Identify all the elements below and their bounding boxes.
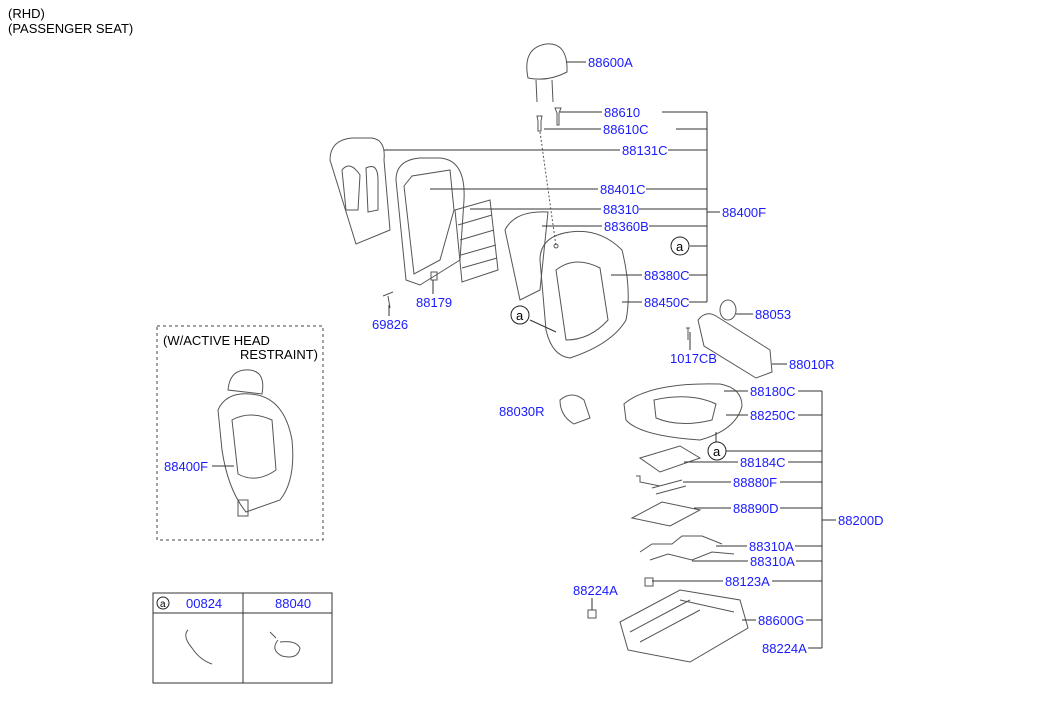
part-label-88224A[interactable]: 88224A bbox=[573, 583, 618, 598]
part-label-88180C[interactable]: 88180C bbox=[750, 384, 796, 399]
part-label-88401C[interactable]: 88401C bbox=[600, 182, 646, 197]
part-label-88880F[interactable]: 88880F bbox=[733, 475, 777, 490]
leader-lines-cushion bbox=[591, 390, 836, 649]
svg-text:a: a bbox=[676, 239, 684, 254]
seat-cushion-drawing bbox=[623, 383, 743, 441]
inset-title-line1: (W/ACTIVE HEAD bbox=[163, 333, 270, 348]
part-label-88224A[interactable]: 88224A bbox=[762, 641, 807, 656]
legend-table: a 00824 88040 bbox=[152, 592, 333, 684]
part-label-88123A[interactable]: 88123A bbox=[725, 574, 770, 589]
part-label-88179[interactable]: 88179 bbox=[416, 295, 452, 310]
part-label-88250C[interactable]: 88250C bbox=[750, 408, 796, 423]
inset-title-line2: RESTRAINT) bbox=[240, 347, 318, 362]
part-label-88890D[interactable]: 88890D bbox=[733, 501, 779, 516]
recliner-cover-drawing bbox=[559, 394, 591, 425]
part-label-88610C[interactable]: 88610C bbox=[603, 122, 649, 137]
part-label-88450C[interactable]: 88450C bbox=[644, 295, 690, 310]
part-label-88380C[interactable]: 88380C bbox=[644, 268, 690, 283]
svg-text:a: a bbox=[713, 444, 721, 459]
leader-lines-back bbox=[384, 61, 787, 365]
part-label-88131C[interactable]: 88131C bbox=[622, 143, 668, 158]
legend-col1: 00824 bbox=[186, 596, 222, 611]
clip-00824-drawing bbox=[185, 629, 213, 665]
part-label-88310A[interactable]: 88310A bbox=[749, 539, 794, 554]
heater-wire-drawing bbox=[636, 475, 687, 495]
part-label-88310A[interactable]: 88310A bbox=[750, 554, 795, 569]
marker-a: a bbox=[510, 305, 530, 325]
seat-track-drawing bbox=[587, 577, 749, 663]
inset-part-label-88400F: 88400F bbox=[164, 459, 208, 474]
legend-marker: a bbox=[160, 599, 166, 610]
legend-col2: 88040 bbox=[275, 596, 311, 611]
headrest-drawing bbox=[526, 43, 568, 247]
part-label-88610[interactable]: 88610 bbox=[604, 105, 640, 120]
part-label-88184C[interactable]: 88184C bbox=[740, 455, 786, 470]
lumbar-spring-drawing bbox=[454, 199, 499, 283]
side-cover-drawing bbox=[686, 299, 773, 379]
svg-text:a: a bbox=[516, 308, 524, 323]
seatback-frame-drawing bbox=[382, 157, 465, 309]
seatback-cover-drawing bbox=[504, 211, 629, 359]
marker-a: a bbox=[707, 441, 727, 461]
cable-tie-88040-drawing bbox=[269, 631, 301, 658]
part-label-88310[interactable]: 88310 bbox=[603, 202, 639, 217]
active-head-restraint-inset: (W/ACTIVE HEAD RESTRAINT) 88400F bbox=[156, 325, 324, 541]
header-rhd: (RHD) bbox=[8, 6, 45, 21]
part-label-88360B[interactable]: 88360B bbox=[604, 219, 649, 234]
header-passenger-seat: (PASSENGER SEAT) bbox=[8, 21, 133, 36]
part-label-88010R[interactable]: 88010R bbox=[789, 357, 835, 372]
part-label-88200D[interactable]: 88200D bbox=[838, 513, 884, 528]
part-label-88400F[interactable]: 88400F bbox=[722, 205, 766, 220]
part-label-69826[interactable]: 69826 bbox=[372, 317, 408, 332]
part-label-88600G[interactable]: 88600G bbox=[758, 613, 804, 628]
seatback-pad-drawing bbox=[329, 137, 391, 245]
part-label-88030R[interactable]: 88030R bbox=[499, 404, 545, 419]
cushion-mat-drawing bbox=[630, 501, 702, 527]
part-label-88053[interactable]: 88053 bbox=[755, 307, 791, 322]
cushion-pad-drawing bbox=[638, 445, 702, 473]
marker-a: a bbox=[670, 236, 690, 256]
part-label-1017CB[interactable]: 1017CB bbox=[670, 351, 717, 366]
cushion-spring-drawing bbox=[639, 535, 735, 561]
part-label-88600A[interactable]: 88600A bbox=[588, 55, 633, 70]
